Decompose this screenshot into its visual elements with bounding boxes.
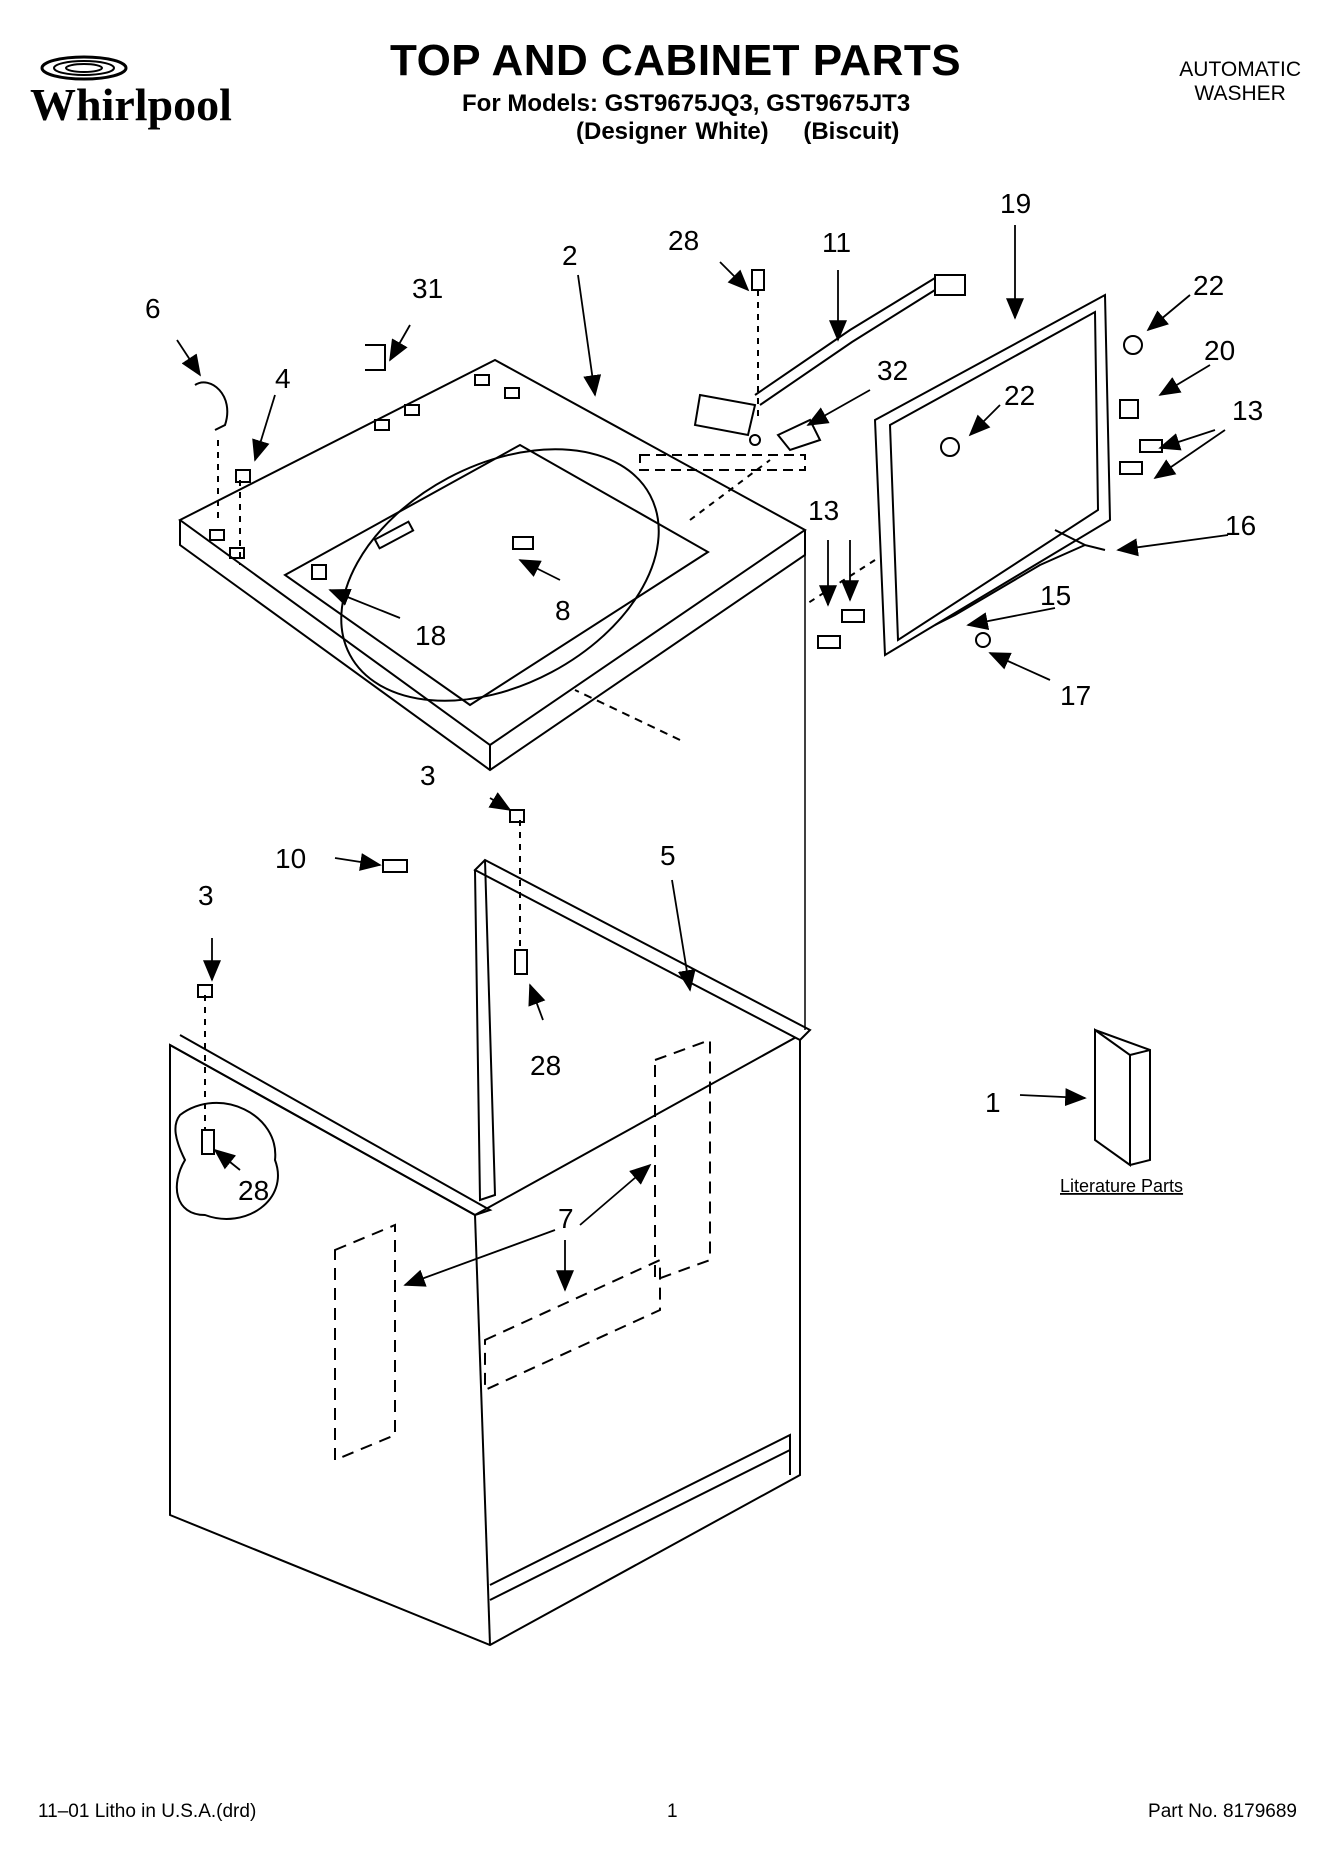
callout-11: 11 xyxy=(822,227,851,258)
appliance-line-2: WASHER xyxy=(1194,82,1286,105)
cabinet-frame xyxy=(169,858,812,1217)
callout-18: 18 xyxy=(415,620,446,651)
fasteners xyxy=(194,269,1163,1155)
callout-17: 17 xyxy=(1060,680,1091,711)
callout-5: 5 xyxy=(660,840,676,871)
model-list: For Models: GST9675JQ3, GST9675JT3 xyxy=(462,90,911,117)
callout-22-left: 22 xyxy=(1004,380,1035,411)
cabinet xyxy=(169,1033,801,1647)
callout-2: 2 xyxy=(562,240,578,271)
callout-1: 1 xyxy=(985,1087,1001,1118)
leader-arrows xyxy=(176,225,1229,1292)
callout-22-right: 22 xyxy=(1193,270,1224,301)
callout-20: 20 xyxy=(1204,335,1235,366)
callout-28-mid: 28 xyxy=(530,1050,561,1081)
callout-28-cabinet: 28 xyxy=(238,1175,269,1206)
footer-litho: 11–01 Litho in U.S.A.(drd) xyxy=(38,1801,257,1822)
callout-16: 16 xyxy=(1225,510,1256,541)
callout-10: 10 xyxy=(275,843,306,874)
callout-8: 8 xyxy=(555,595,571,626)
literature-packet xyxy=(1094,1028,1151,1167)
model-variants: (Designer White) (Biscuit) xyxy=(576,118,900,145)
callout-6: 6 xyxy=(145,293,161,324)
callout-32: 32 xyxy=(877,355,908,386)
page-title: TOP AND CABINET PARTS xyxy=(390,36,962,85)
lid-switch-assembly xyxy=(639,274,966,471)
whirlpool-logo: Whirlpool xyxy=(22,40,262,150)
appliance-type: AUTOMATIC WASHER xyxy=(1179,58,1301,106)
literature-parts-label: Literature Parts xyxy=(1060,1176,1183,1196)
appliance-line-1: AUTOMATIC xyxy=(1179,58,1301,81)
callout-13-right: 13 xyxy=(1232,395,1263,426)
brand-wordmark: Whirlpool xyxy=(30,79,232,130)
callout-13-left: 13 xyxy=(808,495,839,526)
callout-3-left: 3 xyxy=(198,880,214,911)
top-panel xyxy=(178,358,807,772)
part-number: Part No. 8179689 xyxy=(1148,1801,1297,1822)
callout-7: 7 xyxy=(558,1203,574,1234)
callout-19: 19 xyxy=(1000,188,1031,219)
callout-4: 4 xyxy=(275,363,291,394)
callout-28-top: 28 xyxy=(668,225,699,256)
callout-15: 15 xyxy=(1040,580,1071,611)
callout-31: 31 xyxy=(412,273,443,304)
lid-panel xyxy=(873,293,1112,657)
callout-3-top: 3 xyxy=(420,760,436,791)
page-number: 1 xyxy=(667,1801,678,1822)
